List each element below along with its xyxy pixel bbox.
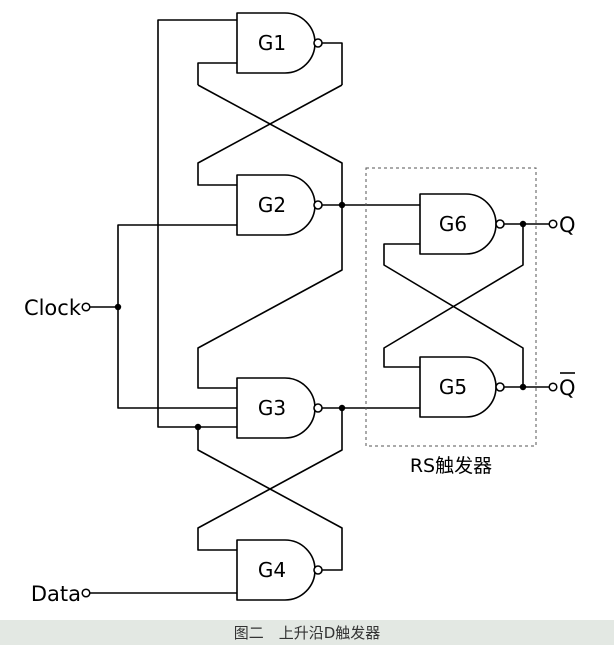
- wire-g6-feedback-in: [383, 243, 524, 387]
- rs-flipflop-boundary: [365, 167, 537, 447]
- junction-dot: [114, 303, 122, 311]
- qbar-terminal: [548, 382, 558, 392]
- junction-dot: [338, 201, 346, 209]
- gate-label-g5: G5: [439, 375, 467, 399]
- inverter-bubble-g1: [313, 38, 323, 48]
- clock-terminal: [81, 302, 91, 312]
- inverter-bubble-g2: [313, 200, 323, 210]
- wire-cross-upper-2: [197, 84, 343, 205]
- wire-g1-output: [322, 42, 343, 85]
- junction-dot: [338, 404, 346, 412]
- q-terminal: [548, 219, 558, 229]
- wire-g5-feedback-in: [383, 224, 524, 368]
- gate-label-g4: G4: [258, 558, 286, 582]
- gate-label-g1: G1: [258, 31, 286, 55]
- q-output-label: Q: [559, 213, 576, 237]
- gate-label-g6: G6: [439, 212, 467, 236]
- clock-label: Clock: [24, 296, 82, 320]
- inverter-bubble-g4: [313, 565, 323, 575]
- wire-clock-bus: [117, 224, 237, 409]
- junction-dot: [519, 220, 527, 228]
- gate-label-g2: G2: [258, 193, 286, 217]
- figure-caption-text: 图二 上升沿D触发器: [233, 624, 381, 642]
- junction-dot: [194, 423, 202, 431]
- wire-g4-to-g3: [197, 427, 343, 571]
- inverter-bubble-g3: [313, 403, 323, 413]
- wire-g3-to-g4: [197, 408, 343, 551]
- circuit-canvas: G1 G2 G3 G4 G6 G5 Clock Data Q Q RS触发器: [24, 12, 576, 606]
- wire-cross-upper: [197, 84, 343, 186]
- qbar-output-label: Q: [559, 376, 576, 400]
- wire-g1-input-feedback: [197, 62, 237, 85]
- rs-flipflop-label: RS触发器: [410, 455, 492, 477]
- junction-dot: [519, 383, 527, 391]
- figure-caption: 图二 上升沿D触发器: [0, 620, 614, 645]
- inverter-bubble-g5: [495, 382, 505, 392]
- data-label: Data: [31, 582, 81, 606]
- wire-g2-to-g3: [197, 205, 343, 389]
- inverter-bubble-g6: [495, 219, 505, 229]
- gate-label-g3: G3: [258, 396, 286, 420]
- data-terminal: [81, 588, 91, 598]
